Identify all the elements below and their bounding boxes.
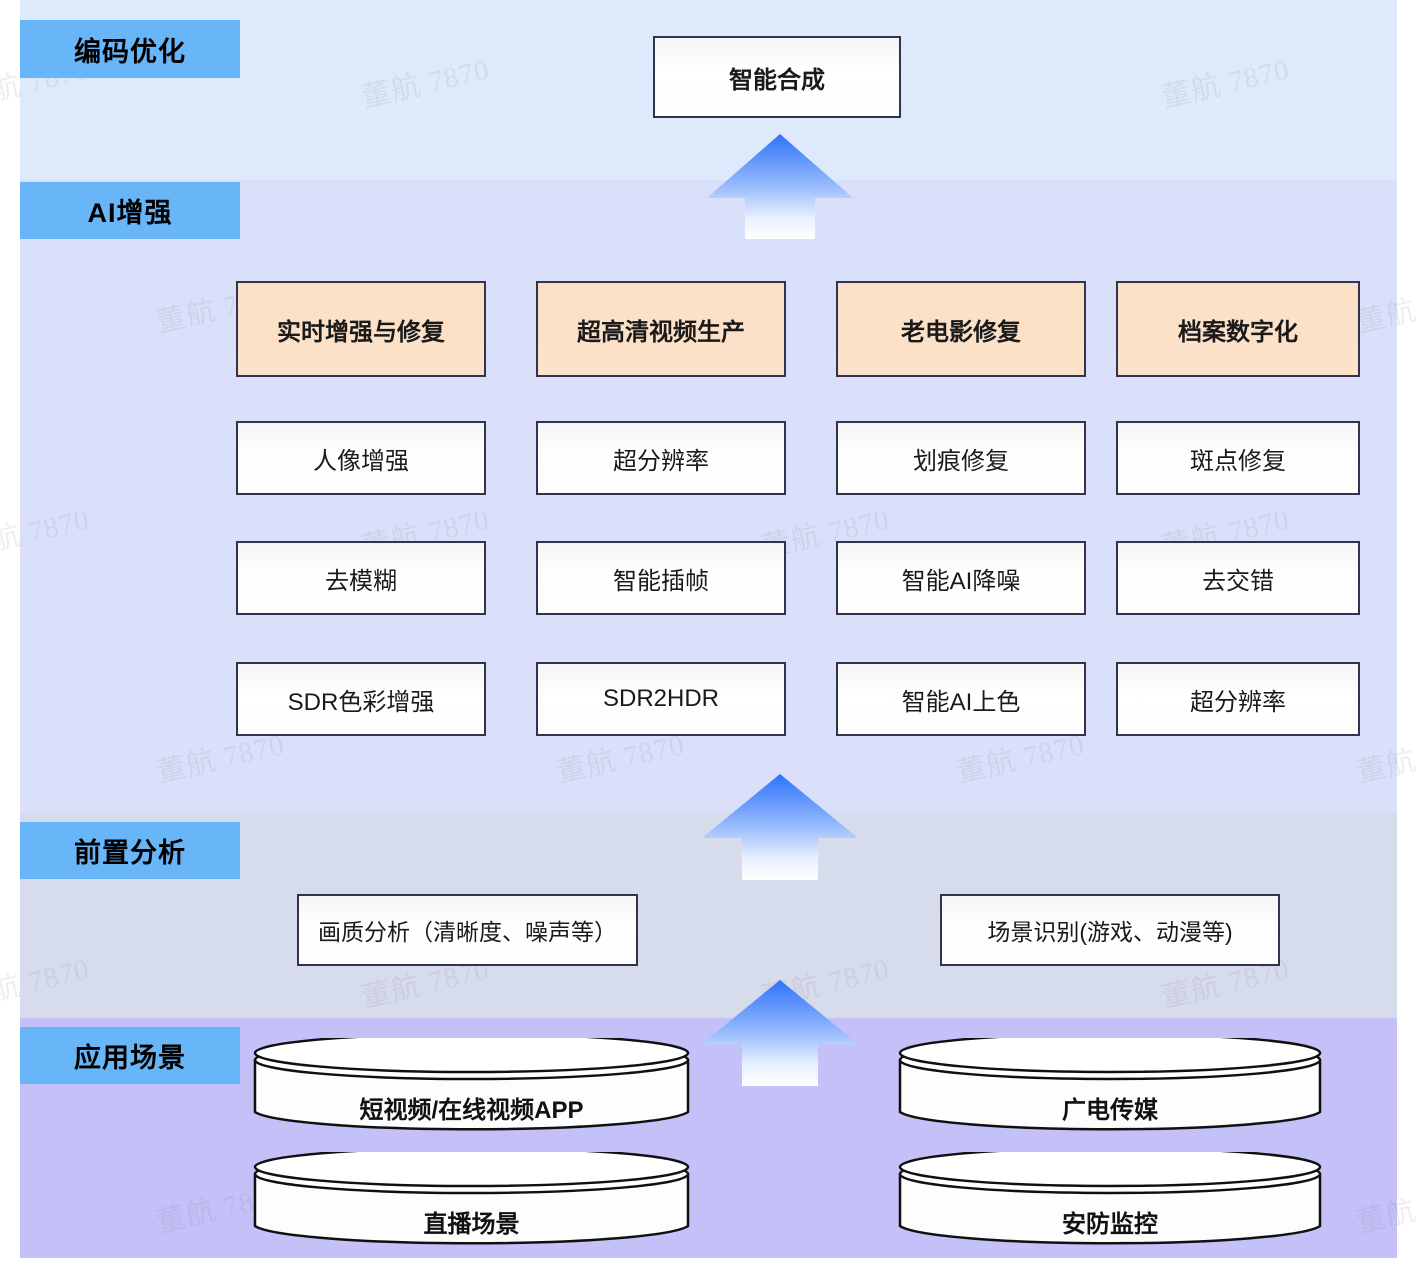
ai-item-1-1[interactable]: 人像增强 [236,421,486,495]
ai-item-3-2[interactable]: 智能AI降噪 [836,541,1086,615]
ai-item-3-1[interactable]: 划痕修复 [836,421,1086,495]
ai-item-4-3[interactable]: 超分辨率 [1116,662,1360,736]
app-scenario-live-streaming[interactable]: 直播场景 [253,1146,690,1248]
node-intelligent-synthesis[interactable]: 智能合成 [653,36,901,118]
stage-label-ai-enhancement[interactable]: AI增强 [20,182,240,239]
arrow-pre-to-ai-icon [702,774,858,880]
ai-column-header-4[interactable]: 档案数字化 [1116,281,1360,377]
app-scenario-short-video[interactable]: 短视频/在线视频APP [253,1032,690,1134]
ai-item-2-1[interactable]: 超分辨率 [536,421,786,495]
stage-label-application-scenarios[interactable]: 应用场景 [20,1027,240,1084]
stage-label-pre-analysis[interactable]: 前置分析 [20,822,240,879]
pre-analysis-item-scene[interactable]: 场景识别(游戏、动漫等) [940,894,1280,966]
arrow-app-to-pre-icon [702,980,858,1086]
ai-item-4-2[interactable]: 去交错 [1116,541,1360,615]
ai-item-1-2[interactable]: 去模糊 [236,541,486,615]
ai-item-4-1[interactable]: 斑点修复 [1116,421,1360,495]
pre-analysis-item-quality[interactable]: 画质分析（清晰度、噪声等） [297,894,638,966]
arrow-ai-to-encode-icon [707,134,853,239]
app-scenario-security-surveillance[interactable]: 安防监控 [898,1146,1322,1248]
ai-column-header-3[interactable]: 老电影修复 [836,281,1086,377]
ai-column-header-2[interactable]: 超高清视频生产 [536,281,786,377]
ai-item-2-3[interactable]: SDR2HDR [536,662,786,736]
app-scenario-broadcast-media[interactable]: 广电传媒 [898,1032,1322,1134]
stage-label-encode-optimization[interactable]: 编码优化 [20,20,240,78]
ai-item-3-3[interactable]: 智能AI上色 [836,662,1086,736]
ai-column-header-1[interactable]: 实时增强与修复 [236,281,486,377]
ai-item-1-3[interactable]: SDR色彩增强 [236,662,486,736]
ai-item-2-2[interactable]: 智能插帧 [536,541,786,615]
